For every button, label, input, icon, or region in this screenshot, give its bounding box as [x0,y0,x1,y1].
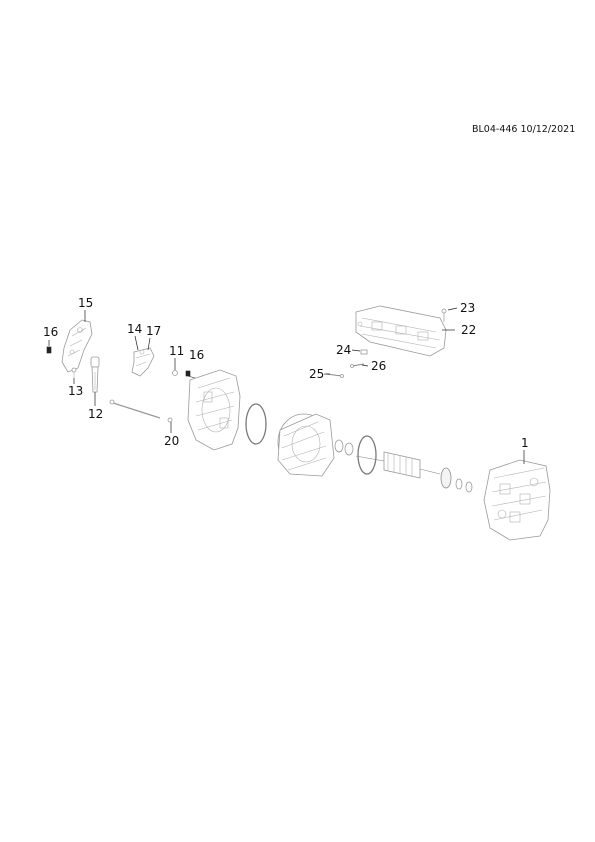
part-12-sensor [90,356,100,393]
part-16-bolt-right [185,370,196,379]
callout-labels: 15 16 13 12 14 17 11 16 20 23 22 24 26 2… [43,296,529,450]
bearing-ring-1 [334,439,344,453]
callout-22: 22 [461,323,476,337]
callout-16-right: 16 [189,348,204,362]
callout-26: 26 [371,359,386,373]
callout-13: 13 [68,384,83,398]
part-15-bracket [61,319,93,373]
callout-15: 15 [78,296,93,310]
rear-ring-1 [455,478,463,490]
callout-12: 12 [88,407,103,421]
rear-ring-2 [465,481,473,493]
part-20-rod [109,399,173,423]
part-23-screw [441,308,447,322]
rear-bearing [440,467,452,489]
part-13-pin [71,367,77,378]
callout-17: 17 [146,324,161,338]
part-11-washer [172,370,178,376]
rotor [355,451,441,479]
o-ring-front [245,403,267,445]
callout-24: 24 [336,343,351,357]
part-26-pin [350,363,365,368]
callout-23: 23 [460,301,475,315]
part-24-clip [360,349,368,355]
part-14-17-clamp [131,347,155,377]
front-end-housing [187,369,241,451]
o-ring-middle [357,435,377,475]
bearing-ring-2 [344,442,354,456]
callout-11: 11 [169,344,184,358]
callout-25: 25 [309,367,324,381]
callout-20: 20 [164,434,179,448]
callout-14: 14 [127,322,142,336]
part-16-screw-left [46,340,52,354]
part-25-pin [325,373,344,378]
callout-16-left: 16 [43,325,58,339]
part-22-controller-module [355,305,447,357]
stator [277,413,335,477]
part-1-rear-housing [483,459,551,541]
callout-1: 1 [521,436,529,450]
leader-lines [73,307,525,464]
document-code: BL04-446 10/12/2021 [472,124,576,135]
